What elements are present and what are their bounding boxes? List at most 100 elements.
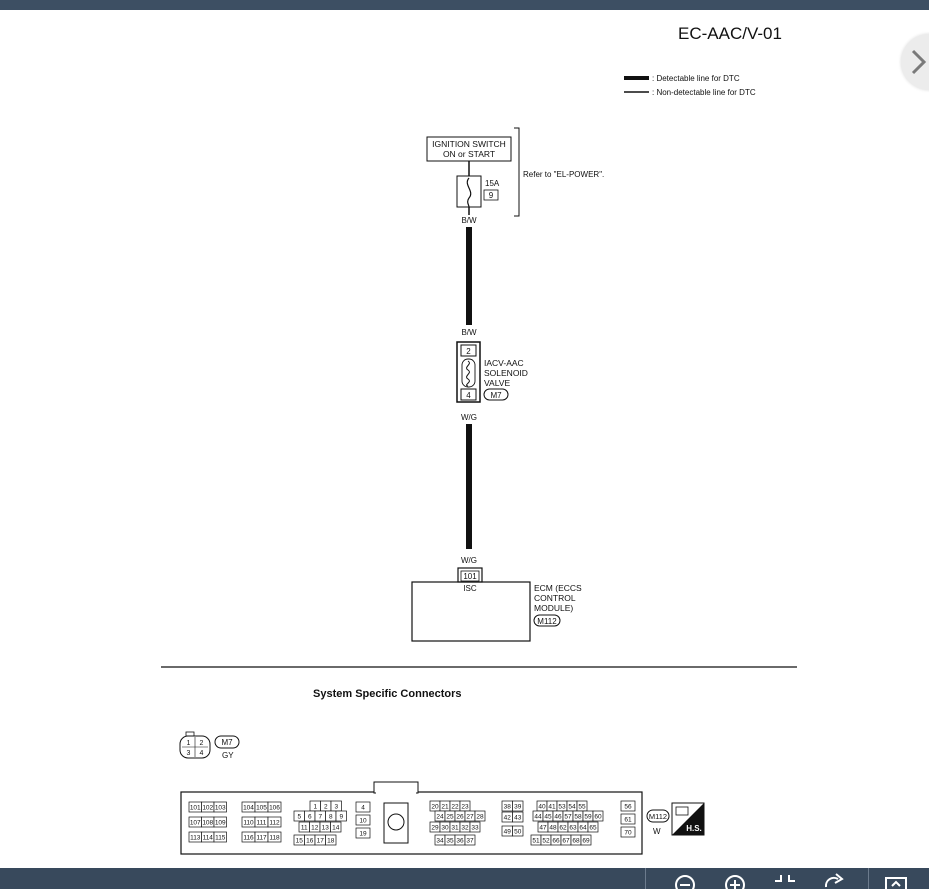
m112-pin-number: 2 <box>324 804 328 811</box>
hs-badge: H.S. <box>671 802 705 836</box>
ecm-label-2: CONTROL <box>534 593 576 603</box>
m112-pin-number: 116 <box>243 835 254 842</box>
ecm-pin: 101 <box>463 572 477 581</box>
fit-page-button[interactable] <box>770 871 800 889</box>
m112-pin-cell <box>469 821 481 833</box>
m112-pin-number: 15 <box>296 838 304 845</box>
m112-pin-number: 4 <box>361 805 365 812</box>
m112-pin-number: 51 <box>532 838 540 845</box>
valve-pin-bottom: 4 <box>466 391 471 400</box>
m112-pin-cell <box>512 800 524 812</box>
viewer-top-bar <box>0 0 929 10</box>
m112-pin-number: 7 <box>318 814 322 821</box>
valve-label-1: IACV-AAC <box>484 358 524 368</box>
m112-pin-number: 3 <box>334 804 338 811</box>
m7-connector-id: M7 <box>221 738 233 747</box>
m112-pin-number: 66 <box>552 838 560 845</box>
m112-pin-number: 57 <box>564 814 572 821</box>
page-id: EC-AAC/V-01 <box>678 24 782 43</box>
m112-pin-number: 106 <box>269 805 280 812</box>
zoom-out-button[interactable] <box>670 871 700 894</box>
m112-pin-number: 65 <box>589 825 597 832</box>
m112-pin-cell <box>355 814 371 826</box>
expand-panel-button[interactable] <box>882 871 912 893</box>
refer-text: Refer to "EL-POWER". <box>523 170 604 179</box>
m112-pin-number: 110 <box>243 820 254 827</box>
m112-pin-cell <box>580 834 592 846</box>
m112-pin-number: 13 <box>322 825 330 832</box>
m112-pin-number: 42 <box>504 815 512 822</box>
m112-pin-number: 33 <box>471 825 479 832</box>
m112-pin-number: 46 <box>554 814 562 821</box>
m112-pin-number: 26 <box>456 814 464 821</box>
m112-pin-cell <box>335 810 347 822</box>
m112-pin-cell <box>213 831 227 843</box>
m112-pin-number: 39 <box>514 804 522 811</box>
m112-pin-number: 31 <box>451 825 459 832</box>
m7-pin-1: 1 <box>187 740 191 747</box>
m112-pin-number: 117 <box>256 835 267 842</box>
m112-pin-number: 37 <box>466 838 474 845</box>
m112-pin-cell <box>620 813 636 825</box>
fuse: 15A 9 <box>456 175 500 208</box>
m112-pin-number: 62 <box>559 825 567 832</box>
m112-pin-cell <box>355 827 371 839</box>
m112-pin-number: 34 <box>436 838 444 845</box>
m112-pin-number: 48 <box>549 825 557 832</box>
zoom-out-icon <box>675 875 695 894</box>
m112-pin-number: 112 <box>269 820 280 827</box>
m112-pin-number: 40 <box>538 804 546 811</box>
m112-pin-cell <box>620 826 636 838</box>
m112-pin-number: 118 <box>269 835 280 842</box>
m112-pin-number: 36 <box>456 838 464 845</box>
ecm-pin-label: ISC <box>463 584 477 593</box>
m112-pin-number: 14 <box>332 825 340 832</box>
m112-pin-number: 63 <box>569 825 577 832</box>
connector-m7: 1 2 3 4 M7 GY <box>179 731 240 760</box>
m112-pin-number: 56 <box>624 804 632 811</box>
m112-pin-number: 104 <box>243 805 254 812</box>
m112-pin-cell <box>213 816 227 828</box>
m112-pin-number: 32 <box>461 825 469 832</box>
m112-pin-number: 44 <box>534 814 542 821</box>
m112-pin-number: 61 <box>624 817 632 824</box>
m112-pin-cell <box>267 816 282 828</box>
m112-pin-number: 111 <box>257 820 267 827</box>
m112-pin-cell <box>512 811 524 823</box>
m112-pin-number: 1 <box>313 804 317 811</box>
m112-pin-number: 11 <box>301 825 308 832</box>
m112-pin-number: 17 <box>317 838 325 845</box>
m112-pin-cell <box>512 825 524 837</box>
m112-pin-number: 107 <box>190 820 201 827</box>
ignition-line2: ON or START <box>443 149 495 159</box>
m112-pin-number: 50 <box>514 829 522 836</box>
wire-bw <box>466 227 472 325</box>
viewer-toolbar <box>0 868 929 894</box>
m112-pin-number: 27 <box>466 814 474 821</box>
m112-pin-number: 68 <box>572 838 580 845</box>
ecm-label-3: MODULE) <box>534 603 573 613</box>
wire-color-wg-bottom: W/G <box>461 556 477 565</box>
m112-pin-cell <box>213 801 227 813</box>
m112-pin-number: 12 <box>311 825 319 832</box>
m112-pin-number: 19 <box>359 831 367 838</box>
m112-pin-number: 69 <box>582 838 590 845</box>
m112-pin-number: 43 <box>514 815 522 822</box>
m112-pin-number: 22 <box>451 804 459 811</box>
toolbar-separator <box>645 868 646 889</box>
m7-pin-2: 2 <box>200 740 204 747</box>
zoom-in-button[interactable] <box>720 871 750 894</box>
m112-pin-number: 8 <box>329 814 333 821</box>
m112-pin-number: 45 <box>544 814 552 821</box>
m112-pin-number: 18 <box>327 838 335 845</box>
rotate-button[interactable] <box>818 871 848 889</box>
legend-detectable-text: : Detectable line for DTC <box>652 74 740 83</box>
m112-pin-number: 10 <box>359 818 367 825</box>
m7-pin-4: 4 <box>200 750 204 757</box>
m112-pin-number: 59 <box>584 814 592 821</box>
zoom-in-icon <box>725 875 745 894</box>
m112-pin-number: 115 <box>215 835 226 842</box>
m112-pin-cell <box>330 821 342 833</box>
fuse-number: 9 <box>489 191 494 200</box>
